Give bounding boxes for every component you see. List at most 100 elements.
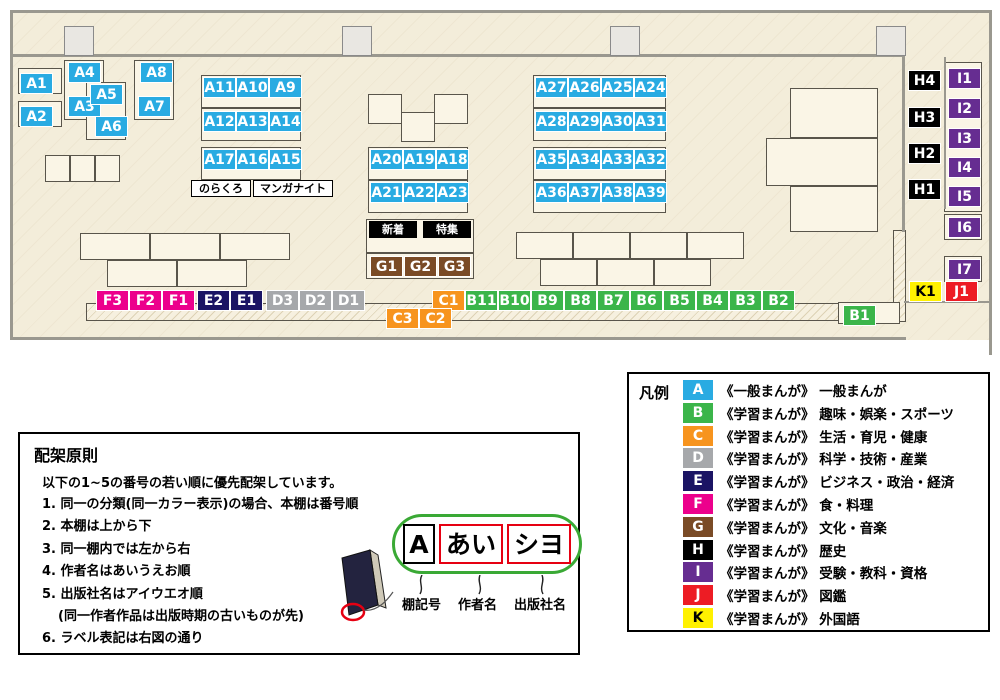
shelf-label-a7: A7 (138, 96, 171, 117)
shelf-label-j1: J1 (945, 281, 978, 302)
shelf-block (687, 232, 744, 259)
shelf-block (368, 94, 402, 124)
shelf-label-a10: A10 (236, 77, 269, 98)
shelf-label-f1: F1 (162, 290, 195, 311)
legend-label-d: 《学習まんが》 科学・技術・産業 (720, 452, 928, 469)
shelf-label-a22: A22 (403, 182, 436, 203)
shelf-label-g3: G3 (438, 256, 471, 277)
pillar (876, 26, 906, 56)
shelf-label-i5: I5 (948, 186, 981, 207)
shelf-label-a32: A32 (634, 149, 667, 170)
legend-row-i: I 《学習まんが》 受験・教科・資格 (683, 562, 954, 583)
shelf-block (80, 233, 150, 260)
shelf-label-a12: A12 (203, 111, 236, 132)
shelf-label-h4: H4 (908, 70, 941, 91)
legend-chip-d: D (683, 448, 713, 469)
legend-row-e: E《学習まんが》 ビジネス・政治・経済 (683, 471, 954, 492)
shelf-label-d3: D3 (266, 290, 299, 311)
legend-label-g: 《学習まんが》 文化・音楽 (720, 520, 887, 537)
shelf-block (220, 233, 290, 260)
wall-segment (989, 10, 992, 355)
shelf-label-h3: H3 (908, 107, 941, 128)
legend-chip-a: A (683, 380, 713, 400)
shelf-label-a30: A30 (601, 111, 634, 132)
shelf-label-i2: I2 (948, 98, 981, 119)
shelf-label-h2: H2 (908, 143, 941, 164)
shelf-label-a24: A24 (634, 77, 667, 98)
shelf-block (573, 232, 630, 259)
shelf-label-a13: A13 (236, 111, 269, 132)
shelf-block (654, 259, 711, 286)
shelf-block (516, 232, 573, 259)
shelf-label-a11: A11 (203, 77, 236, 98)
shelf-label-e2: E2 (197, 290, 230, 311)
principle-item-7: 6. ラベル表記は右図の通り (42, 631, 204, 647)
shelf-label-c3: C3 (386, 308, 419, 329)
legend-label-b: 《学習まんが》 趣味・娯楽・スポーツ (720, 406, 954, 423)
shelf-block (95, 155, 120, 182)
pillar (64, 26, 94, 56)
legend-row-b: B《学習まんが》 趣味・娯楽・スポーツ (683, 402, 954, 423)
shelving-principles-box: 配架原則 以下の1~5の番号の若い順に優先配架しています。 1. 同一の分類(同… (18, 432, 582, 655)
shelf-block (177, 260, 247, 287)
caption-author-name: 作者名 (458, 598, 498, 613)
shelf-label-i4: I4 (948, 157, 981, 178)
shelf-label-d2: D2 (299, 290, 332, 311)
shelf-block (540, 259, 597, 286)
caption-publisher-name: 出版社名 (514, 598, 567, 613)
shelf-label-e1: E1 (230, 290, 263, 311)
shelf-block (401, 112, 435, 142)
label-format-example: A あい シヨ (392, 514, 582, 574)
shelf-label-a17: A17 (203, 149, 236, 170)
shelf-label-d1: D1 (332, 290, 365, 311)
shelf-label-h1: H1 (908, 179, 941, 200)
shelf-label-a2: A2 (20, 106, 53, 127)
shelf-label-b10: B10 (498, 290, 531, 311)
book-icon (340, 549, 394, 622)
shelf-label-a35: A35 (535, 149, 568, 170)
shelf-label-a25: A25 (601, 77, 634, 98)
shelf-label-a29: A29 (568, 111, 601, 132)
shelf-label-a18: A18 (436, 149, 469, 170)
shelf-label-c2: C2 (419, 308, 452, 329)
shelf-block (766, 138, 878, 186)
legend-label-c: 《学習まんが》 生活・育児・健康 (720, 429, 928, 446)
legend-chip-i: I (683, 562, 713, 583)
shelf-label-b5: B5 (663, 290, 696, 311)
principle-item-5: 5. 出版社名はアイウエオ順 (42, 586, 203, 602)
legend-chip-f: F (683, 493, 713, 514)
shelf-label-a34: A34 (568, 149, 601, 170)
shelf-block (45, 155, 70, 182)
shelf-label-a8: A8 (140, 62, 173, 83)
shelf-label-b7: B7 (597, 290, 630, 311)
shelf-code-box: A (402, 524, 435, 564)
principle-item-4: 4. 作者名はあいうえお順 (42, 564, 191, 580)
legend-label-j: 《学習まんが》 図鑑 (720, 589, 847, 606)
legend-label-k: 《学習まんが》 外国語 (720, 611, 860, 628)
shelf-label-a26: A26 (568, 77, 601, 98)
manga-night-label: マンガナイト (253, 180, 333, 197)
shelf-label-b3: B3 (729, 290, 762, 311)
caption-shelf-code: 棚記号 (402, 598, 442, 613)
shelf-block (70, 155, 95, 182)
wall-segment (10, 54, 904, 57)
shelf-block (150, 233, 220, 260)
legend-row-g: G《学習まんが》 文化・音楽 (683, 516, 954, 537)
shelf-label-i7: I7 (948, 259, 981, 280)
shelf-label-a39: A39 (634, 182, 667, 203)
legend-label-i: 《学習まんが》 受験・教科・資格 (720, 566, 928, 583)
principle-item-3: 3. 同一棚内では左から右 (42, 541, 191, 557)
shelf-block (434, 94, 468, 124)
shelf-label-a1: A1 (20, 73, 53, 94)
shelf-block (630, 232, 687, 259)
legend-label-f: 《学習まんが》 食・料理 (720, 497, 874, 514)
wall-segment (10, 10, 992, 13)
shelf-label-a38: A38 (601, 182, 634, 203)
shelf-label-a28: A28 (535, 111, 568, 132)
legend-label-h: 《学習まんが》 歴史 (720, 543, 847, 560)
principle-item-2: 2. 本棚は上から下 (42, 519, 152, 535)
pillar (342, 26, 372, 56)
publisher-name-box: シヨ (507, 524, 572, 564)
